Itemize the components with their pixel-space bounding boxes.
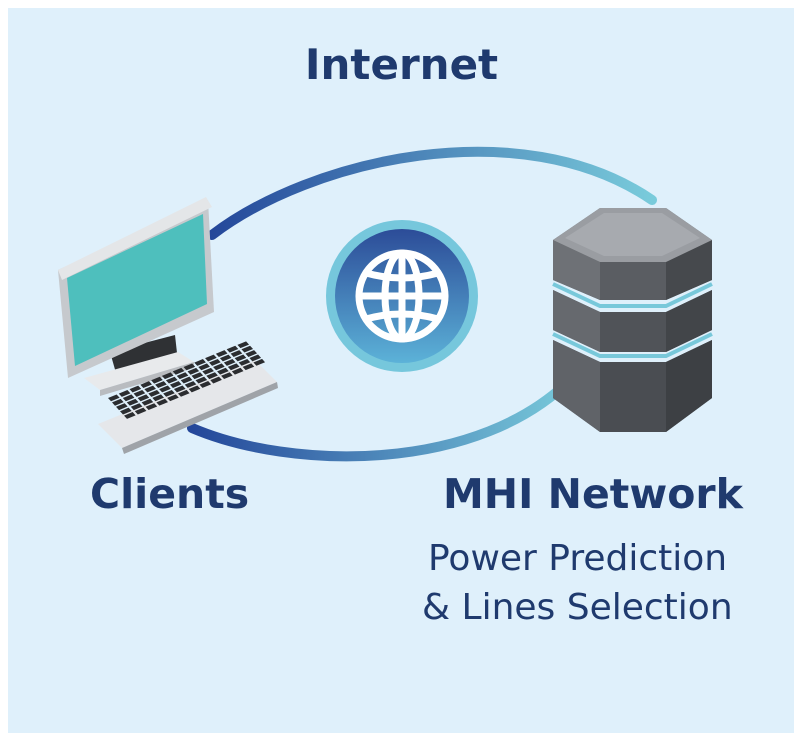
keyboard-key bbox=[134, 407, 147, 415]
keyboard-key bbox=[180, 376, 193, 384]
keyboard-key bbox=[141, 398, 154, 406]
keyboard-key bbox=[122, 394, 135, 402]
keyboard-key bbox=[215, 350, 228, 358]
keyboard-key bbox=[205, 354, 217, 362]
internet-link-bottom bbox=[187, 370, 580, 462]
keyboard-key bbox=[227, 363, 240, 371]
keyboard-key bbox=[148, 389, 160, 397]
keyboard-key bbox=[209, 359, 221, 366]
keyboard-key bbox=[163, 389, 175, 397]
internet-link-top bbox=[207, 146, 657, 240]
keyboard-key bbox=[183, 363, 196, 371]
globe-icon bbox=[326, 220, 478, 372]
keyboard-key bbox=[151, 376, 163, 384]
keyboard-key bbox=[156, 398, 168, 406]
keyboard-key bbox=[118, 390, 131, 397]
keyboard-key bbox=[177, 389, 190, 397]
keyboard-key bbox=[206, 372, 218, 380]
keyboard-key bbox=[195, 376, 208, 384]
keyboard-key bbox=[238, 358, 251, 366]
keyboard-key bbox=[144, 385, 156, 393]
keyboard-key bbox=[226, 345, 239, 353]
keyboard-key bbox=[137, 394, 150, 402]
service-description-line-2: & Lines Selection bbox=[422, 587, 733, 628]
keyboard-key bbox=[210, 376, 222, 384]
keyboard-key bbox=[173, 385, 186, 393]
keyboard-key bbox=[129, 385, 142, 393]
keyboard-key bbox=[241, 345, 254, 353]
keyboard-key bbox=[219, 354, 232, 362]
keyboard-key bbox=[242, 363, 255, 371]
keyboard-key bbox=[165, 376, 178, 384]
clients-label: Clients bbox=[90, 470, 250, 518]
keyboard-key bbox=[213, 363, 225, 371]
keyboard-key bbox=[187, 367, 200, 375]
keyboard-key bbox=[221, 372, 233, 380]
keyboard-key bbox=[237, 341, 250, 349]
keyboard-key bbox=[202, 367, 214, 375]
keyboard-key bbox=[116, 403, 128, 411]
keyboard-key bbox=[223, 358, 236, 366]
keyboard-key bbox=[152, 394, 164, 402]
keyboard-key bbox=[140, 381, 152, 389]
keyboard-key bbox=[198, 363, 210, 371]
keyboard-key bbox=[253, 358, 266, 366]
keyboard-key bbox=[188, 385, 201, 393]
keyboard-key bbox=[167, 394, 179, 402]
keyboard-key bbox=[161, 372, 174, 380]
keyboard-key bbox=[199, 381, 212, 388]
keyboard-key bbox=[172, 367, 185, 375]
service-description-line-1: Power Prediction bbox=[428, 538, 728, 579]
keyboard-key bbox=[120, 407, 132, 415]
keyboard-key bbox=[169, 381, 182, 388]
internet-label: Internet bbox=[304, 40, 499, 89]
keyboard-key bbox=[194, 359, 206, 366]
keyboard-key bbox=[159, 385, 171, 393]
keyboard-key bbox=[108, 394, 120, 402]
desktop-computer-icon bbox=[58, 197, 278, 454]
server-icon bbox=[552, 208, 713, 432]
keyboard-key bbox=[249, 354, 262, 362]
mhi-network-label: MHI Network bbox=[443, 470, 743, 518]
keyboard-key bbox=[126, 398, 139, 406]
keyboard-key bbox=[133, 390, 146, 397]
keyboard-key bbox=[217, 367, 229, 375]
keyboard-key bbox=[112, 398, 124, 406]
keyboard-key bbox=[124, 412, 136, 419]
keyboard-key bbox=[230, 350, 243, 357]
keyboard-key bbox=[245, 350, 258, 357]
keyboard-key bbox=[234, 354, 247, 362]
keyboard-key bbox=[231, 367, 244, 375]
keyboard-key bbox=[191, 372, 204, 380]
keyboard-key bbox=[176, 372, 189, 380]
keyboard-key bbox=[184, 381, 197, 388]
keyboard-key bbox=[145, 403, 158, 411]
keyboard-key bbox=[155, 381, 167, 388]
keyboard-key bbox=[130, 403, 143, 411]
